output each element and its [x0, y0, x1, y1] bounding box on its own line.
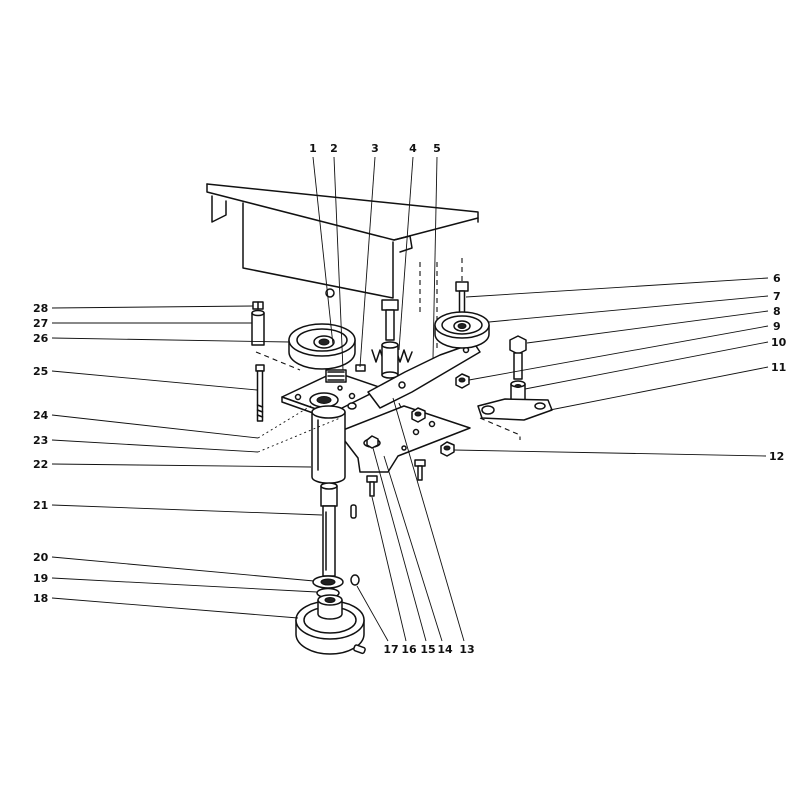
callout-17: 17: [383, 643, 398, 656]
bracket-11: [477, 398, 553, 421]
callout-14: 14: [437, 643, 453, 656]
callout-28: 28: [33, 302, 48, 315]
leader-line-22: [51, 463, 312, 468]
shaft-21: [320, 482, 338, 577]
set-screw: [353, 644, 366, 655]
leader-line-12: [453, 449, 767, 457]
callout-23: 23: [33, 434, 48, 447]
callout-18: 18: [33, 592, 48, 605]
leader-line-7: [488, 295, 769, 323]
bolt-28: [252, 301, 264, 310]
callout-26: 26: [33, 332, 49, 345]
bearing-20: [312, 575, 344, 589]
idler-pulley-7: [434, 311, 490, 349]
leader-line-9: [468, 325, 769, 381]
leader-line-3: [359, 156, 376, 368]
leader-line-10: [524, 341, 769, 390]
leader-line-14: [383, 455, 443, 642]
callout-3: 3: [371, 142, 379, 155]
callout-19: 19: [33, 572, 48, 585]
callout-16: 16: [401, 643, 417, 656]
leader-line-5: [432, 156, 438, 359]
leader-line-4: [398, 156, 414, 351]
callout-22: 22: [33, 458, 48, 471]
key-17: [350, 574, 360, 586]
leader-line-16: [371, 496, 407, 642]
spring-4: [371, 341, 413, 392]
leader-line-28: [51, 305, 254, 309]
leader-line-25: [51, 370, 258, 391]
leader-line-6: [465, 277, 769, 298]
leader-line-1: [312, 156, 334, 346]
callout-25: 25: [33, 365, 48, 378]
callout-15: 15: [420, 643, 435, 656]
leader-line-19: [51, 577, 318, 593]
callout-5: 5: [433, 142, 441, 155]
nut-12: [440, 441, 455, 457]
callout-4: 4: [409, 142, 417, 155]
drive-pulley-18: [295, 594, 365, 655]
callout-20: 20: [33, 551, 49, 564]
leader-line-24-dotted: [257, 403, 315, 439]
bolt-25: [255, 364, 265, 422]
idler-pulley-26: [288, 323, 356, 370]
callout-labels: 1 2 3 4 5 6 7 8 9 10 11 12 13 14 15 16 1…: [33, 142, 787, 656]
leader-line-20: [51, 556, 315, 582]
nut-14: [411, 407, 426, 423]
callout-21: 21: [33, 499, 48, 512]
nut-15: [366, 435, 379, 449]
leader-line-21: [51, 504, 323, 516]
callout-6: 6: [773, 272, 781, 285]
leader-lines: [51, 156, 769, 642]
leader-line-11: [549, 366, 769, 411]
leader-line-15: [372, 447, 427, 642]
callout-9: 9: [773, 320, 781, 333]
leader-line-23: [51, 439, 259, 453]
lower-plate-13: [337, 405, 471, 473]
callout-1: 1: [309, 142, 317, 155]
leader-line-18: [51, 597, 299, 619]
bolt-16: [414, 459, 426, 481]
leader-line-26: [51, 337, 291, 343]
callout-27: 27: [33, 317, 48, 330]
woodruff-key: [350, 504, 357, 519]
bolt-8: [509, 335, 527, 380]
callout-13: 13: [459, 643, 474, 656]
callout-12: 12: [769, 450, 784, 463]
small-pin-3: [347, 364, 366, 410]
spindle-tube-22: [311, 405, 346, 484]
bolt-spring-pivot: [381, 299, 399, 341]
nut-9: [455, 373, 470, 389]
callout-8: 8: [773, 305, 781, 318]
spacer-27: [251, 309, 265, 346]
bolt-17: [366, 475, 378, 497]
callout-11: 11: [771, 361, 786, 374]
idler-arm-5: [367, 342, 481, 409]
callout-2: 2: [330, 142, 338, 155]
callout-7: 7: [773, 290, 781, 303]
bearing-24: [309, 392, 339, 408]
callout-24: 24: [33, 409, 49, 422]
callout-10: 10: [771, 336, 787, 349]
leader-line-17: [356, 585, 389, 642]
leader-line-8: [526, 310, 769, 344]
leader-line-13: [392, 397, 465, 642]
leader-line-24: [51, 414, 259, 439]
leader-line-2: [333, 156, 344, 371]
